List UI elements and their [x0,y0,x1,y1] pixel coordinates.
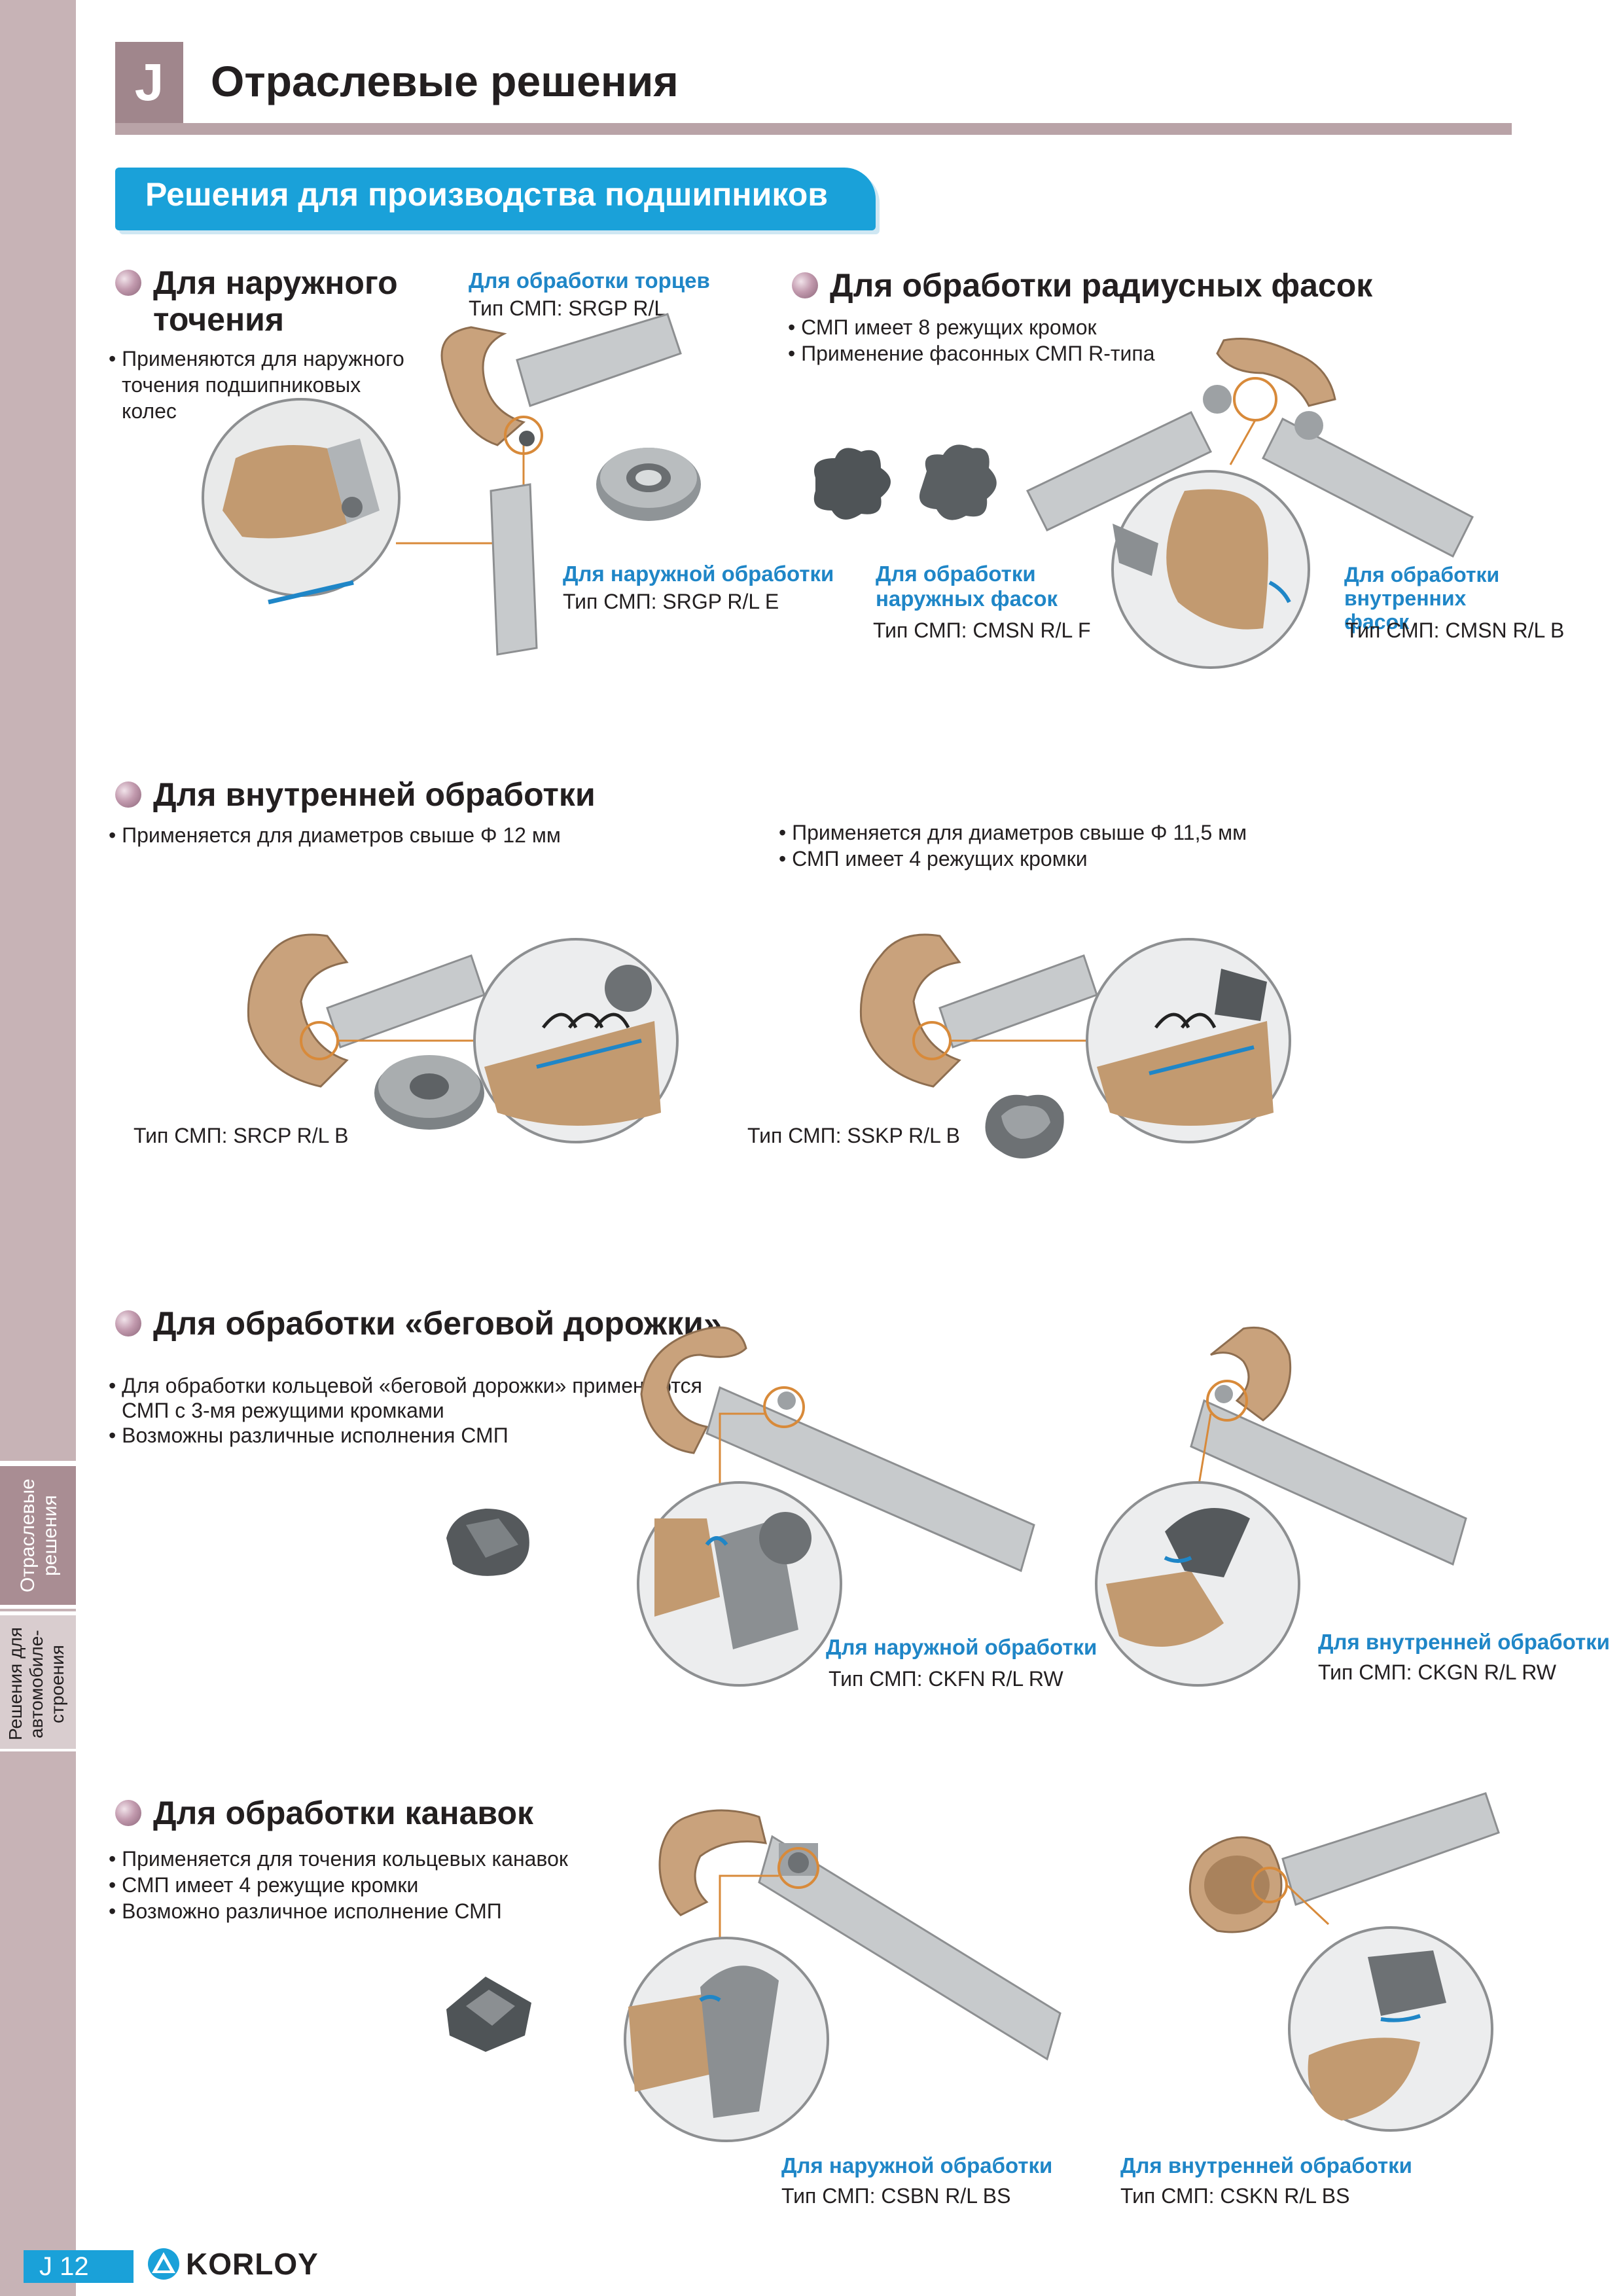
section-title: Для обработки канавок [153,1795,534,1831]
section-title: Для наружного [153,264,398,301]
raceway-inner-type: Тип СМП: CKGN R/L RW [1318,1660,1556,1684]
section-groove-heading: Для обработки канавок [115,1795,533,1831]
sidebar-tab-label: Решения для автомобиле-строения [5,1627,67,1741]
groove-inner-label: Для внутренней обработки [1120,2153,1412,2178]
sidebar-tab-label: Отраслевые решения [17,1479,61,1592]
list-item: • СМП имеет 4 режущие кромки [109,1873,419,1897]
inner-chamfer-type: Тип СМП: CMSN R/L B [1346,619,1565,642]
srcp-type: Тип СМП: SRCP R/L B [134,1124,349,1147]
insert-ckfn-image [446,1509,529,1576]
list-item: • Возможно различное исполнение СМП [109,1899,502,1923]
bullet-icon [115,270,141,296]
bullet-list: • Применяется для диаметров свыше Φ 11,5… [779,819,1247,872]
brand-name: KORLOY [186,2247,319,2281]
outer-chamfer-type: Тип СМП: CMSN R/L F [873,619,1091,642]
section-title: Для обработки радиусных фасок [830,267,1373,304]
raceway-outer-label: Для наружной обработки [826,1635,1097,1659]
outer-turning-illustration [202,313,682,656]
inner-chamfer-label: Для обработки внутренних фасок [1344,563,1500,634]
insert-srgp-image [596,448,701,521]
section-title: Для внутренней обработки [153,776,596,813]
chapter-letter: J [115,42,183,123]
side-rail [0,0,76,2296]
bullet-icon [115,781,141,808]
outer-label: Для наружной обработки [563,562,834,586]
list-item: точения подшипниковых [122,373,361,397]
face-type: Тип СМП: SRGP R/L [469,296,666,320]
list-item: • Применяется для диаметров свыше Φ 11,5… [779,821,1247,844]
raceway-inner-label: Для внутренней обработки [1318,1630,1610,1654]
groove-outer-type: Тип СМП: CSBN R/L BS [781,2184,1011,2208]
sidebar-tab-industry[interactable]: Отраслевые решения [0,1466,76,1605]
groove-outer-illustration [624,1809,1061,2142]
groove-inner-type: Тип СМП: CSKN R/L BS [1120,2184,1350,2208]
groove-inner-illustration [1188,1792,1500,2132]
section-banner [115,168,876,230]
insert-srcp-image [374,1055,484,1130]
list-item: • СМП имеет 4 режущих кромки [779,847,1088,870]
header-divider [115,123,1512,135]
list-item: колес [122,399,177,423]
section-radius-heading: Для обработки радиусных фасок [792,267,1372,304]
bullet-list: • Для обработки кольцевой «беговой дорож… [109,1373,702,1448]
raceway-outer-illustration [637,1326,1035,1687]
brand-logo: KORLOY [147,2246,319,2282]
list-item: • Возможны различные исполнения СМП [109,1424,508,1447]
face-label: Для обработки торцев [469,268,710,293]
list-item: • СМП имеет 8 режущих кромок [788,315,1097,339]
bullet-icon [115,1310,141,1336]
insert-csbn-image [446,1977,531,2052]
outer-chamfer-label: Для обработки наружных фасок [876,562,1058,611]
outer-type: Тип СМП: SRGP R/L E [563,590,779,613]
section-internal-heading: Для внутренней обработки [115,776,596,813]
list-item: • Применяется для точения кольцевых кана… [109,1847,568,1871]
list-item: • Применение фасонных СМП R-типа [788,342,1155,365]
page-title: Отраслевые решения [211,57,679,105]
bullet-list: • СМП имеет 8 режущих кромок • Применени… [788,314,1155,367]
insert-sskp-image [985,1094,1064,1158]
banner-title: Решения для производства подшипников [145,176,828,213]
internal-sskp-illustration [859,933,1291,1143]
list-item: СМП с 3-мя режущими кромками [122,1399,444,1422]
bullet-icon [792,272,818,298]
raceway-inner-illustration [1095,1326,1467,1687]
radius-chamfer-illustration [1026,338,1474,669]
section-outer-heading: Для наружного точения [115,264,398,338]
list-item: • Применяются для наружного [109,347,404,370]
korloy-logo-icon [148,2248,179,2280]
list-item: • Применяется для диаметров свыше Φ 12 м… [109,823,561,847]
internal-srcp-illustration [247,933,679,1143]
bullet-list: • Применяется для точения кольцевых кана… [109,1846,568,1924]
groove-outer-label: Для наружной обработки [781,2153,1053,2178]
sskp-type: Тип СМП: SSKP R/L B [747,1124,960,1147]
section-title: точения [153,301,285,338]
raceway-outer-type: Тип СМП: CKFN R/L RW [829,1667,1063,1691]
section-raceway-heading: Для обработки «беговой дорожки» [115,1305,722,1342]
bullet-list: • Применяются для наружного точения подш… [109,346,404,424]
section-title: Для обработки «беговой дорожки» [153,1305,722,1342]
page-number: J 12 [24,2250,134,2283]
list-item: • Для обработки кольцевой «беговой дорож… [109,1374,702,1397]
sidebar-tab-automotive[interactable]: Решения для автомобиле-строения [0,1615,76,1749]
bullet-icon [115,1800,141,1826]
insert-cmsn-images [813,444,997,520]
